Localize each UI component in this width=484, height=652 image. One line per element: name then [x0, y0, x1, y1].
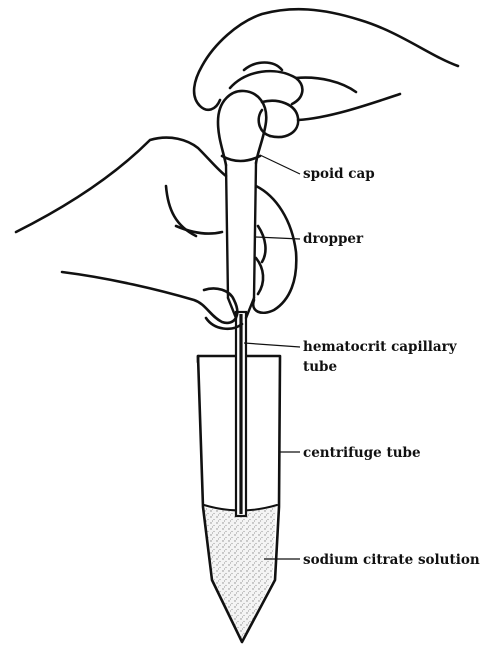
label-capillary-line2: tube [303, 359, 337, 375]
label-centrifuge-tube: centrifuge tube [303, 445, 421, 461]
spoid-cap [218, 91, 266, 165]
label-dropper: dropper [303, 231, 364, 247]
sodium-citrate-solution [203, 507, 276, 641]
upper-hand [194, 9, 458, 137]
leader-spoid-cap [260, 155, 300, 174]
label-sodium-citrate-solution: sodium citrate solution [303, 552, 480, 568]
label-spoid-cap: spoid cap [303, 166, 375, 182]
label-capillary-line1: hematocrit capillary [303, 339, 458, 355]
leader-capillary [244, 343, 300, 347]
